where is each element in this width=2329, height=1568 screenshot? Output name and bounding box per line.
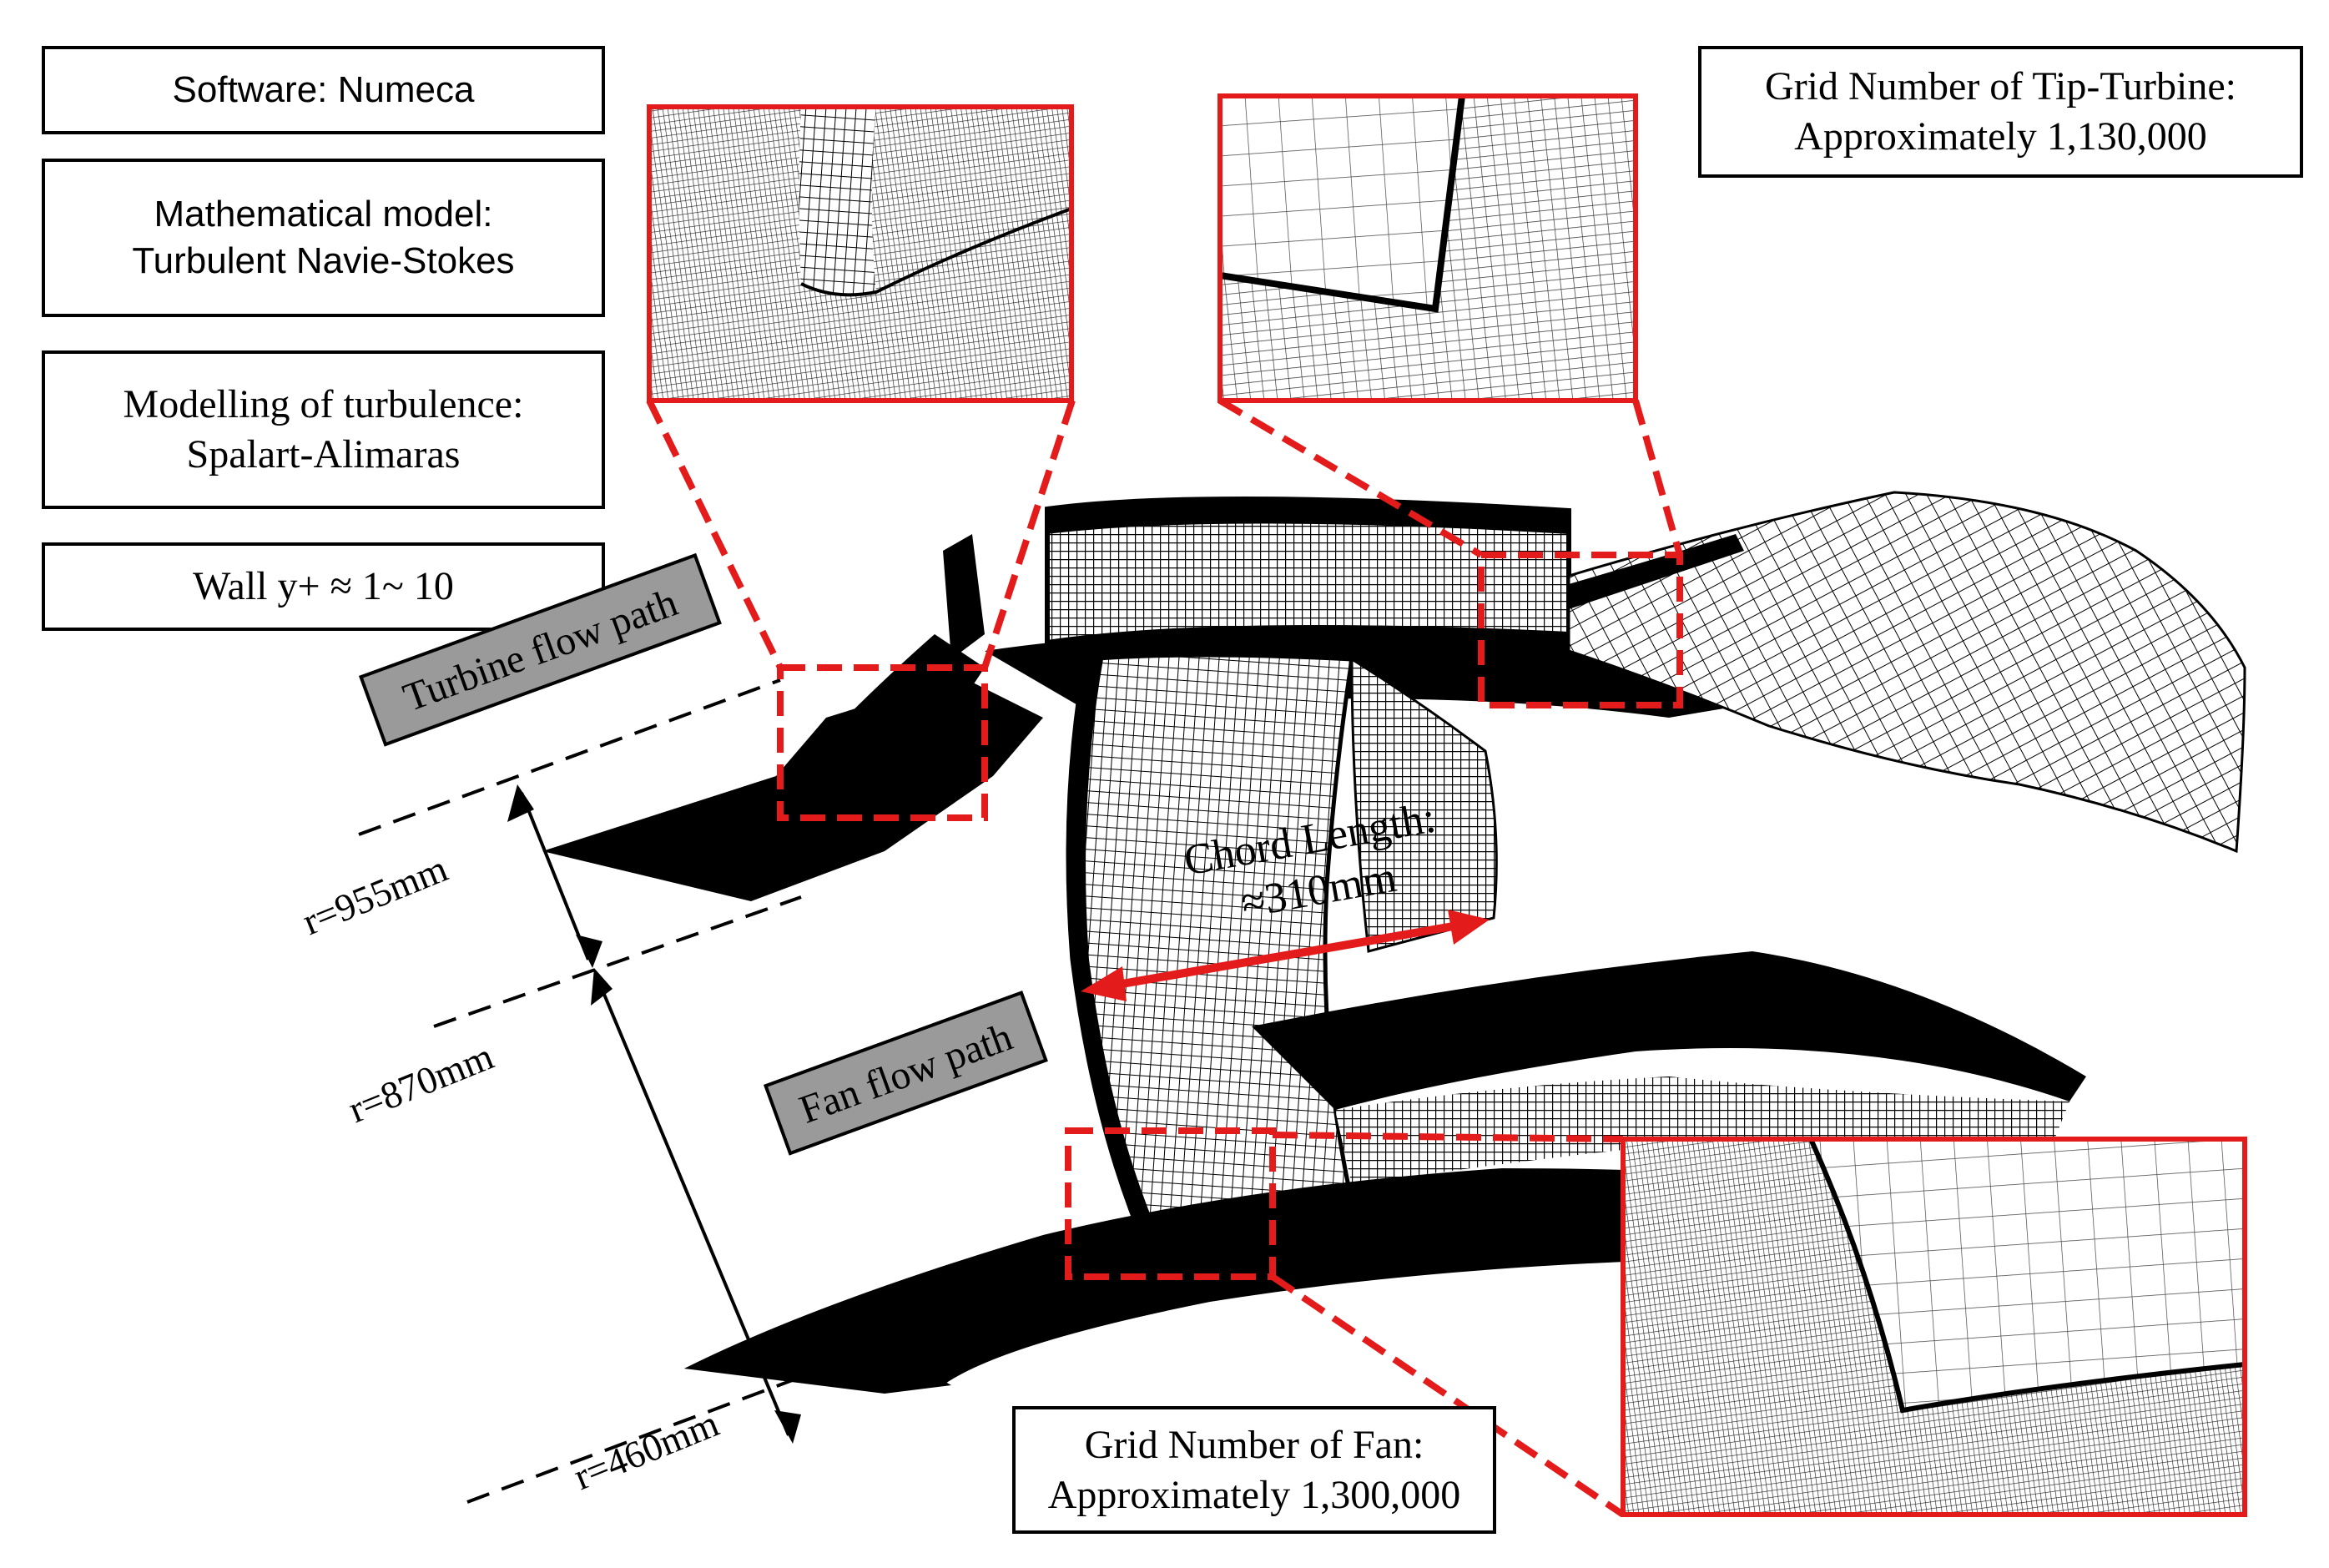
turbulence-line1: Modelling of turbulence: (123, 382, 524, 426)
grid-tip-turbine-line1: Grid Number of Tip-Turbine: (1765, 64, 2236, 108)
dimension-lines (358, 678, 1002, 1504)
zoom-inset-tip-turbine (1217, 93, 1638, 403)
math-model-line2: Turbulent Navie-Stokes (132, 240, 515, 281)
zoom-inset-turbine-inlet (647, 104, 1074, 403)
fan-hub-mesh (684, 951, 2086, 1394)
highlight-regions (646, 397, 1683, 1518)
turbulence-line2: Spalart-Alimaras (186, 432, 461, 476)
grid-fan-line1: Grid Number of Fan: (1084, 1422, 1424, 1467)
grid-fan-box: Grid Number of Fan: Approximately 1,300,… (1012, 1406, 1496, 1534)
software-label: Software: Numeca (172, 69, 475, 110)
grid-tip-turbine-line2: Approximately 1,130,000 (1794, 114, 2207, 159)
wall-yplus-box: Wall y+ ≈ 1~ 10 (42, 542, 605, 631)
fan-blade-mesh (1066, 653, 1498, 1255)
math-model-box: Mathematical model: Turbulent Navie-Stok… (42, 159, 605, 317)
grid-fan-line2: Approximately 1,300,000 (1047, 1472, 1461, 1517)
grid-tip-turbine-box: Grid Number of Tip-Turbine: Approximatel… (1698, 46, 2303, 178)
wall-yplus-label: Wall y+ ≈ 1~ 10 (193, 564, 454, 608)
turbine-casing-mesh (542, 491, 2246, 901)
chord-length-arrow (1081, 910, 1490, 1001)
highlight-turbine-inlet (777, 664, 988, 821)
software-box: Software: Numeca (42, 46, 605, 134)
turbulence-box: Modelling of turbulence: Spalart-Alimara… (42, 350, 605, 509)
zoom-inset-fan-root (1621, 1137, 2247, 1517)
highlight-tip-turbine (1478, 552, 1683, 708)
math-model-line1: Mathematical model: (154, 194, 493, 234)
